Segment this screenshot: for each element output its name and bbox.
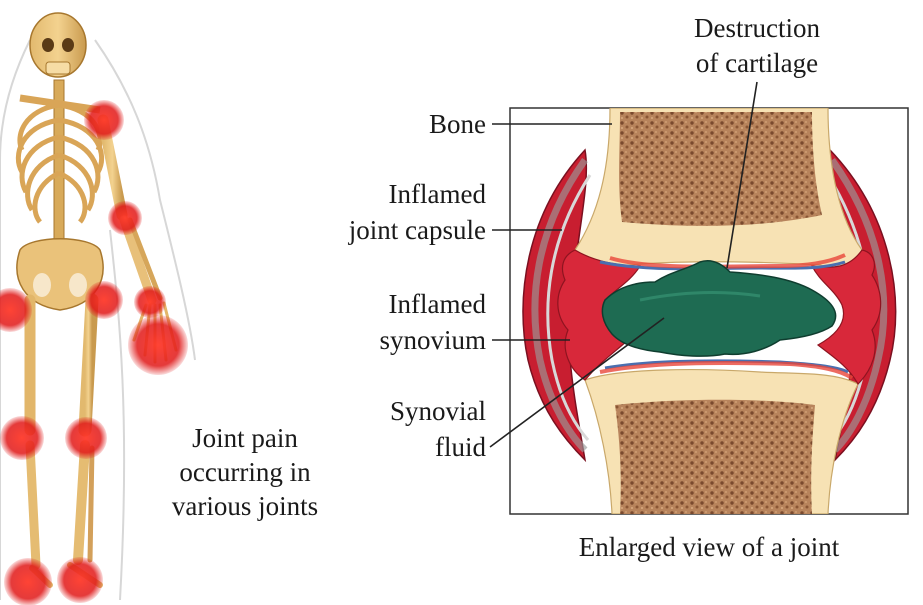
capsule-label-line2: joint capsule [348, 215, 486, 245]
lower-marrow [615, 400, 815, 514]
destruction-label-line2: of cartilage [696, 48, 818, 78]
hotspot-ankle-left [4, 558, 52, 605]
enlarged-view-caption: Enlarged view of a joint [579, 532, 840, 562]
femur [85, 300, 92, 430]
joint-pain-caption: Joint pain occurring in various joints [172, 423, 318, 521]
shin-bone [78, 445, 85, 560]
hotspot-knee [65, 417, 107, 459]
bone-label: Bone [429, 109, 486, 139]
fluid-label-line2: fluid [435, 432, 486, 462]
hotspot-wrist [134, 286, 166, 318]
capsule-label-line1: Inflamed [389, 179, 487, 209]
synovium-label-line2: synovium [379, 325, 486, 355]
hotspot-hand [128, 315, 188, 375]
hotspot-shoulder [84, 100, 124, 140]
pain-label-line3: various joints [172, 491, 318, 521]
hotspot-knee-left [0, 416, 44, 460]
enlarged-joint-view [510, 108, 908, 514]
pain-label-line2: occurring in [179, 457, 311, 487]
synovium-label-line1: Inflamed [389, 289, 487, 319]
hotspot-elbow [108, 201, 142, 235]
upper-marrow [619, 112, 822, 226]
destruction-label-line1: Destruction [694, 13, 820, 43]
hotspot-ankle [57, 557, 103, 603]
hotspot-hip [85, 281, 123, 319]
fluid-label-line1: Synovial [390, 396, 486, 426]
pain-label-line1: Joint pain [192, 423, 298, 453]
